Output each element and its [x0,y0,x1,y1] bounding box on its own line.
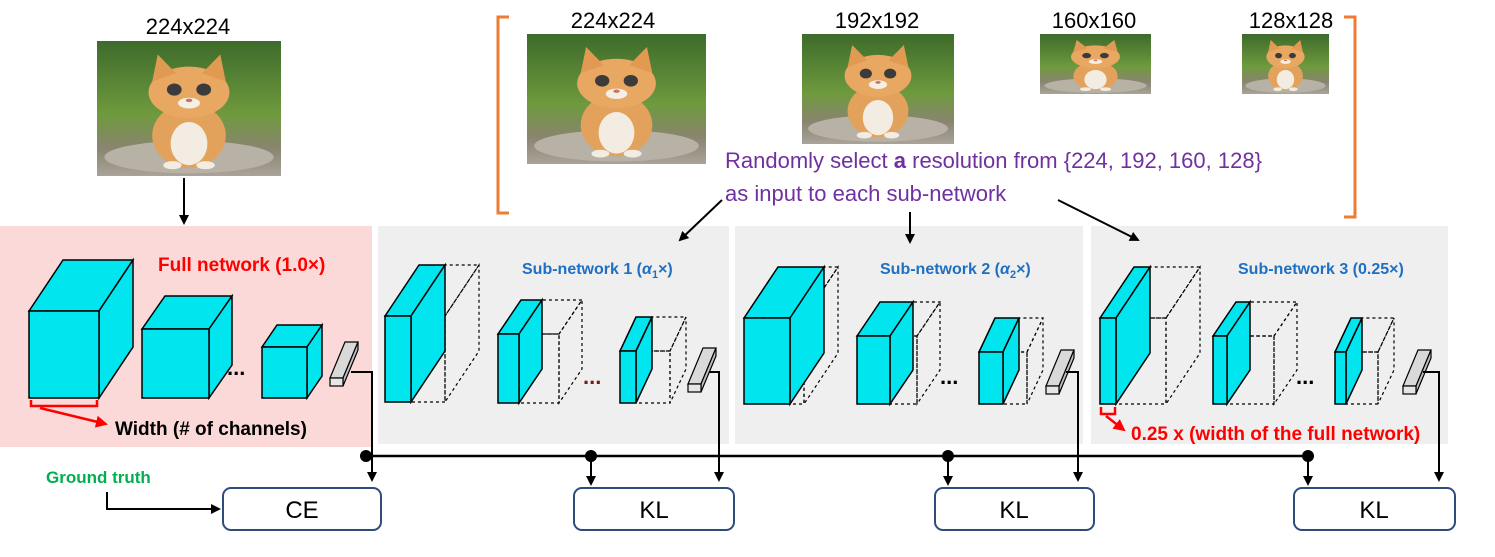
sub-network-1-title: Sub-network 1 (α1×) [522,261,673,281]
sub-network-3-cube-3 [1333,317,1395,405]
kl-loss-box-1 [573,487,735,531]
sub-network-1-fc-bar [687,347,717,393]
sub-network-3-dots: ... [1296,364,1314,389]
kl-loss-label-2: KL [999,497,1028,524]
resolution-label-224: 224x224 [571,8,655,33]
caption-line-2: as input to each sub-network [725,181,1007,206]
full-output-arrow [351,371,377,482]
full-network-title: Full network (1.0×) [158,255,325,276]
sub-network-2-dots: ... [940,364,958,389]
main-cat-image [97,41,281,176]
main-resolution-label: 224x224 [146,14,230,39]
full-network-cube-2 [140,293,234,401]
sub-network-3-title: Sub-network 3 (0.25×) [1238,261,1404,278]
full-network-cube-1 [27,257,135,401]
kl-loss-box-3 [1293,487,1456,531]
sub-network-1-cube-1 [383,262,481,405]
sub-3-output-arrow [1423,371,1444,482]
sub-network-3-cube-2 [1211,299,1299,407]
sub3-width-bracket [1099,407,1117,416]
cat-image-192 [802,34,954,144]
sub-2-output-arrow [1066,371,1083,482]
sub3-width-note: 0.25 x (width of the full network) [1131,424,1420,445]
kl-loss-label-1: KL [639,497,668,524]
bracket-right [1344,15,1357,219]
sub-network-2-cube-2 [855,299,942,407]
cat-image-160 [1040,34,1151,94]
sub3-width-arrow [1105,415,1126,432]
sub-network-1-cube-3 [618,316,687,404]
width-note: Width (# of channels) [115,419,307,440]
resolution-label-128: 128x128 [1249,8,1333,33]
cat-image-128 [1242,34,1329,94]
ce-loss-label: CE [285,497,318,524]
full-network-cube-3 [260,322,324,401]
kl-loss-label-3: KL [1359,497,1388,524]
full-network-dots: ... [227,355,245,380]
kl-loss-box-2 [934,487,1095,531]
bracket-left [496,15,509,215]
bus-dot-0 [360,450,372,462]
resolution-label-192: 192x192 [835,8,919,33]
resolution-label-160: 160x160 [1052,8,1136,33]
sub-network-3-cube-1 [1098,264,1202,407]
caption-arrow-3 [1057,199,1140,241]
caption-arrow-1 [678,199,723,242]
ground-truth-label: Ground truth [46,468,151,487]
width-bracket [29,400,99,408]
ground-truth-arrow [106,492,221,514]
sub-1-output-arrow [709,371,724,482]
full-network-fc-bar [329,341,359,387]
width-arrow [39,406,108,428]
sub-network-2-title: Sub-network 2 (α2×) [880,261,1031,281]
sub-network-2-cube-3 [977,317,1044,405]
ce-loss-box [222,487,382,531]
sub-network-2-cube-1 [742,264,840,407]
sub-network-1-cube-2 [496,297,584,406]
sub-network-1-dots: ... [583,364,601,389]
cat-image-224 [527,34,706,164]
caption-line-1: Randomly select a resolution from {224, … [725,148,1262,173]
